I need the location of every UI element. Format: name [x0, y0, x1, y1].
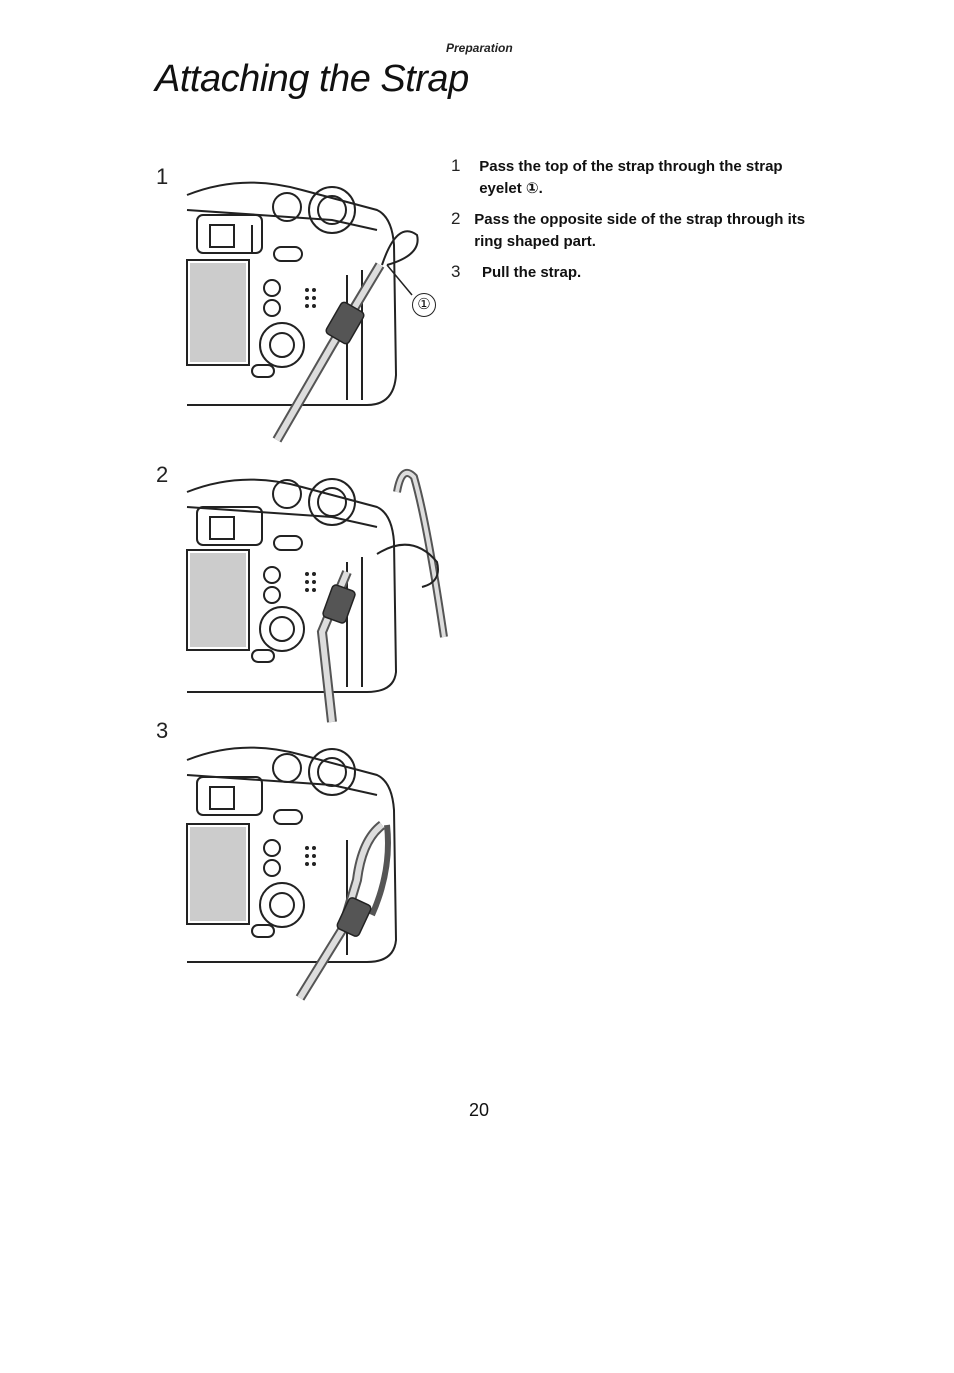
step-item: 3 Pull the strap. [447, 262, 817, 284]
page-number: 20 [469, 1100, 490, 1120]
page-title: Attaching the Strap [155, 58, 469, 100]
step-number: 2 [451, 209, 461, 228]
step-text: Pass the top of the strap through the st… [479, 158, 783, 197]
figure-3-camera-illustration [186, 746, 398, 1001]
instruction-steps: 1 Pass the top of the strap through the … [447, 156, 817, 293]
step-item: 1 Pass the top of the strap through the … [447, 156, 817, 200]
step-text: Pull the strap. [482, 264, 582, 281]
section-label: Preparation [446, 41, 513, 55]
figure-2-label: 2 [156, 462, 169, 487]
step-number: 1 [451, 156, 461, 175]
step-item: 2 Pass the opposite side of the strap th… [447, 209, 817, 253]
figure-2-camera-illustration [186, 469, 448, 723]
figure-1-camera-illustration [186, 181, 419, 443]
step-text: Pass the opposite side of the strap thro… [474, 211, 806, 250]
figure-1-label: 1 [156, 164, 169, 189]
figure-3-label: 3 [156, 718, 169, 743]
step-number: 3 [451, 262, 461, 281]
strap-eyelet-callout: ① [412, 293, 436, 317]
